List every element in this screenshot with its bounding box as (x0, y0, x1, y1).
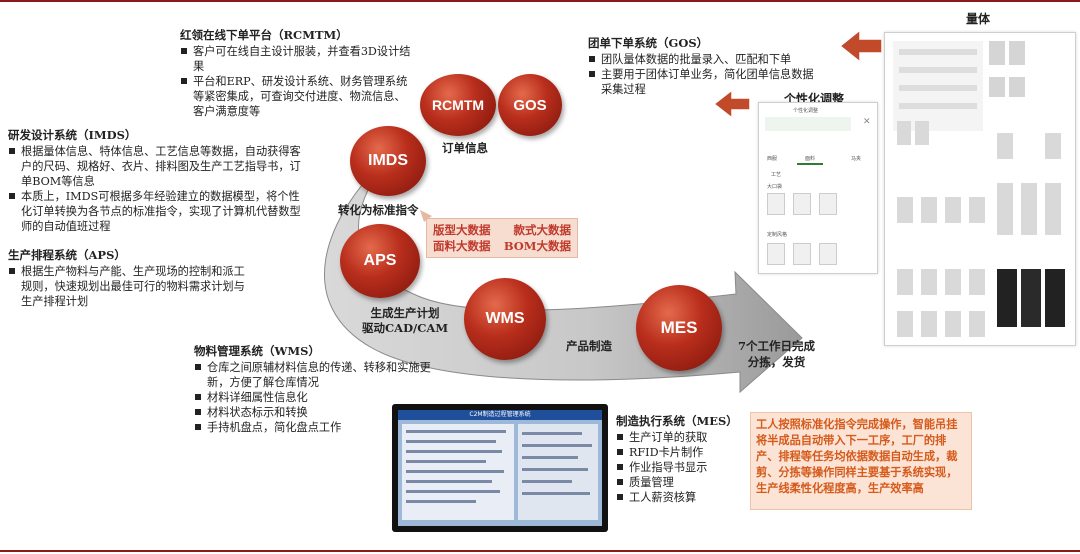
imds-description: 研发设计系统（IMDS） 根据量体信息、特体信息、工艺信息等数据，自动获得客户的… (8, 128, 304, 234)
tab-vest[interactable]: 马夹 (851, 156, 862, 162)
measure-panel (884, 32, 1076, 346)
gos-item: 团队量体数据的批量录入、匹配和下单 (588, 52, 824, 67)
bigdata-fabric: 面料大数据 (433, 239, 491, 253)
rcmtm-node: RCMTM (420, 74, 496, 136)
bigdata-pattern: 版型大数据 (433, 223, 491, 237)
to-standard-label: 转化为标准指令 (338, 203, 419, 217)
bigdata-style: 款式大数据 (513, 223, 572, 237)
order-info-label: 订单信息 (442, 141, 488, 155)
wms-description: 物料管理系统（WMS） 仓库之间原辅材料信息的传递、转移和实施更新，方便了解仓库… (194, 344, 434, 435)
arrow-left-icon (838, 28, 883, 64)
big-data-box: 版型大数据 款式大数据 面料大数据 BOM大数据 (426, 218, 578, 258)
gos-node: GOS (498, 74, 562, 136)
wms-title: 物料管理系统（WMS） (194, 344, 320, 358)
mes-item: 生产订单的获取 (616, 430, 746, 445)
custom-subsection: 大口袋 (767, 184, 783, 190)
mes-node: MES (636, 285, 722, 371)
gos-item: 主要用于团体订单业务，简化团单信息数据采集过程 (588, 67, 824, 97)
imds-title: 研发设计系统（IMDS） (8, 128, 137, 142)
mes-item: 工人薪资核算 (616, 490, 746, 505)
drive-cad-label: 生成生产计划 驱动CAD/CAM (362, 306, 449, 335)
wms-item: 材料详细属性信息化 (194, 390, 434, 405)
close-icon[interactable]: ✕ (863, 117, 871, 127)
custom-panel: 个性化调整 ✕ 西服 面料 马夹 工艺 大口袋 定制风格 (758, 102, 878, 274)
imds-item: 根据量体信息、特体信息、工艺信息等数据，自动获得客户的尺码、规格好、衣片、排料图… (8, 144, 304, 189)
arrow-left-icon (712, 88, 751, 120)
tab-suit[interactable]: 西服 (767, 156, 778, 162)
rcmtm-title: 红领在线下单平台（RCMTM） (180, 28, 348, 42)
gos-title: 团单下单系统（GOS） (588, 36, 709, 50)
aps-item: 根据生产物料与产能、生产现场的控制和派工规则，快速规划出最佳可行的物料需求计划与… (8, 264, 252, 309)
rcmtm-description: 红领在线下单平台（RCMTM） 客户可在线自主设计服装，并查看3D设计结果 平台… (180, 28, 412, 119)
tab-fabric[interactable]: 面料 (805, 156, 816, 162)
mes-note: 工人按照标准化指令完成操作，智能吊挂将半成品自动带入下一工序，工厂的排产、排程等… (750, 412, 972, 510)
wms-node: WMS (464, 278, 546, 360)
bottom-rule (0, 550, 1080, 552)
mes-terminal-screenshot: C2M制造过程管理系统 (392, 404, 608, 532)
mes-item: 质量管理 (616, 475, 746, 490)
top-rule (0, 0, 1080, 2)
custom-section: 工艺 (771, 172, 782, 178)
mes-item: 作业指导书显示 (616, 460, 746, 475)
rcmtm-item: 平台和ERP、研发设计系统、财务管理系统等紧密集成，可查询交付进度、物流信息、客… (180, 74, 412, 119)
mes-description: 制造执行系统（MES） 生产订单的获取 RFID卡片制作 作业指导书显示 质量管… (616, 414, 746, 505)
wms-item: 仓库之间原辅材料信息的传递、转移和实施更新，方便了解仓库情况 (194, 360, 434, 390)
terminal-title: C2M制造过程管理系统 (398, 410, 602, 420)
deliver-label: 7个工作日完成 分拣，发货 (738, 339, 816, 369)
aps-title: 生产排程系统（APS） (8, 248, 126, 262)
bigdata-bom: BOM大数据 (503, 239, 571, 253)
rcmtm-item: 客户可在线自主设计服装，并查看3D设计结果 (180, 44, 412, 74)
measure-panel-title: 量体 (966, 12, 991, 26)
imds-node: IMDS (350, 126, 426, 196)
gos-description: 团单下单系统（GOS） 团队量体数据的批量录入、匹配和下单 主要用于团体订单业务… (588, 36, 824, 97)
make-label: 产品制造 (566, 339, 612, 353)
imds-item: 本质上，IMDS可根据多年经验建立的数据模型，将个性化订单转换为各节点的标准指令… (8, 189, 304, 234)
bigdata-pointer-icon (420, 210, 432, 222)
custom-style-label: 定制风格 (767, 232, 788, 238)
mes-title: 制造执行系统（MES） (616, 414, 738, 428)
aps-description: 生产排程系统（APS） 根据生产物料与产能、生产现场的控制和派工规则，快速规划出… (8, 248, 252, 309)
wms-item: 材料状态标示和转换 (194, 405, 434, 420)
custom-panel-heading: 个性化调整 (793, 108, 819, 114)
wms-item: 手持机盘点，简化盘点工作 (194, 420, 434, 435)
mes-item: RFID卡片制作 (616, 445, 746, 460)
aps-node: APS (340, 224, 420, 298)
